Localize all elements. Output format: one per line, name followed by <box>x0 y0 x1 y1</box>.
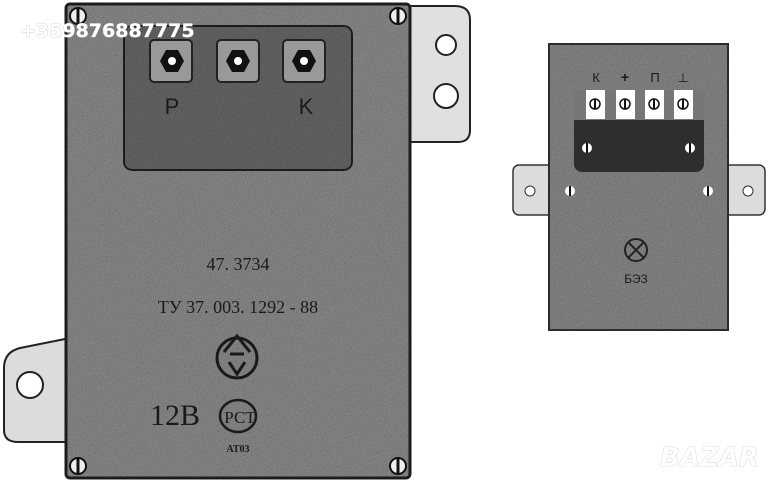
terminal-screw <box>645 90 664 119</box>
screw-icon <box>582 143 592 153</box>
certification-mark: РСТ <box>218 398 258 434</box>
mount-hole <box>16 371 44 399</box>
terminal-screw <box>616 90 635 119</box>
terminal-label-k: K <box>299 94 314 119</box>
terminal-label: + <box>621 69 629 85</box>
terminal <box>216 39 260 83</box>
lamp-label: БЭЗ <box>624 272 647 286</box>
model-number: 47. 3734 <box>207 254 270 274</box>
lamp-icon <box>624 238 648 262</box>
relay-right: К + П ⊥ БЭЗ <box>512 43 766 331</box>
factory-logo <box>215 333 259 380</box>
relay-left: P K 47. 3734 ТУ 37. 003. 1292 - 88 12В Р… <box>3 2 471 480</box>
svg-text:РСТ: РСТ <box>224 408 256 427</box>
screw-icon <box>69 457 87 475</box>
terminal-label: К <box>592 70 600 85</box>
screw-icon <box>703 186 713 196</box>
mounting-tab-right <box>404 5 471 143</box>
screw-icon <box>389 7 407 25</box>
watermark-phone: +359876887775 <box>20 20 195 42</box>
mount-hole <box>433 83 459 109</box>
voltage-label: 12В <box>150 399 200 432</box>
spec-number: ТУ 37. 003. 1292 - 88 <box>158 297 318 317</box>
terminal-label: ⊥ <box>677 70 688 85</box>
terminal <box>282 39 326 83</box>
screw-icon <box>389 457 407 475</box>
certification-code: АТ03 <box>226 444 249 455</box>
terminal-screw <box>674 90 693 119</box>
terminal-label-p: P <box>165 94 180 119</box>
terminal-screw <box>586 90 605 119</box>
mount-hole <box>435 34 457 56</box>
terminal <box>149 39 193 83</box>
mount-hole <box>742 185 754 197</box>
screw-icon <box>565 186 575 196</box>
terminal-label: П <box>650 70 659 85</box>
watermark-logo: BAZAR <box>660 443 759 473</box>
relay-body <box>548 43 729 331</box>
screw-icon <box>69 7 87 25</box>
mount-hole <box>524 185 536 197</box>
screw-icon <box>685 143 695 153</box>
